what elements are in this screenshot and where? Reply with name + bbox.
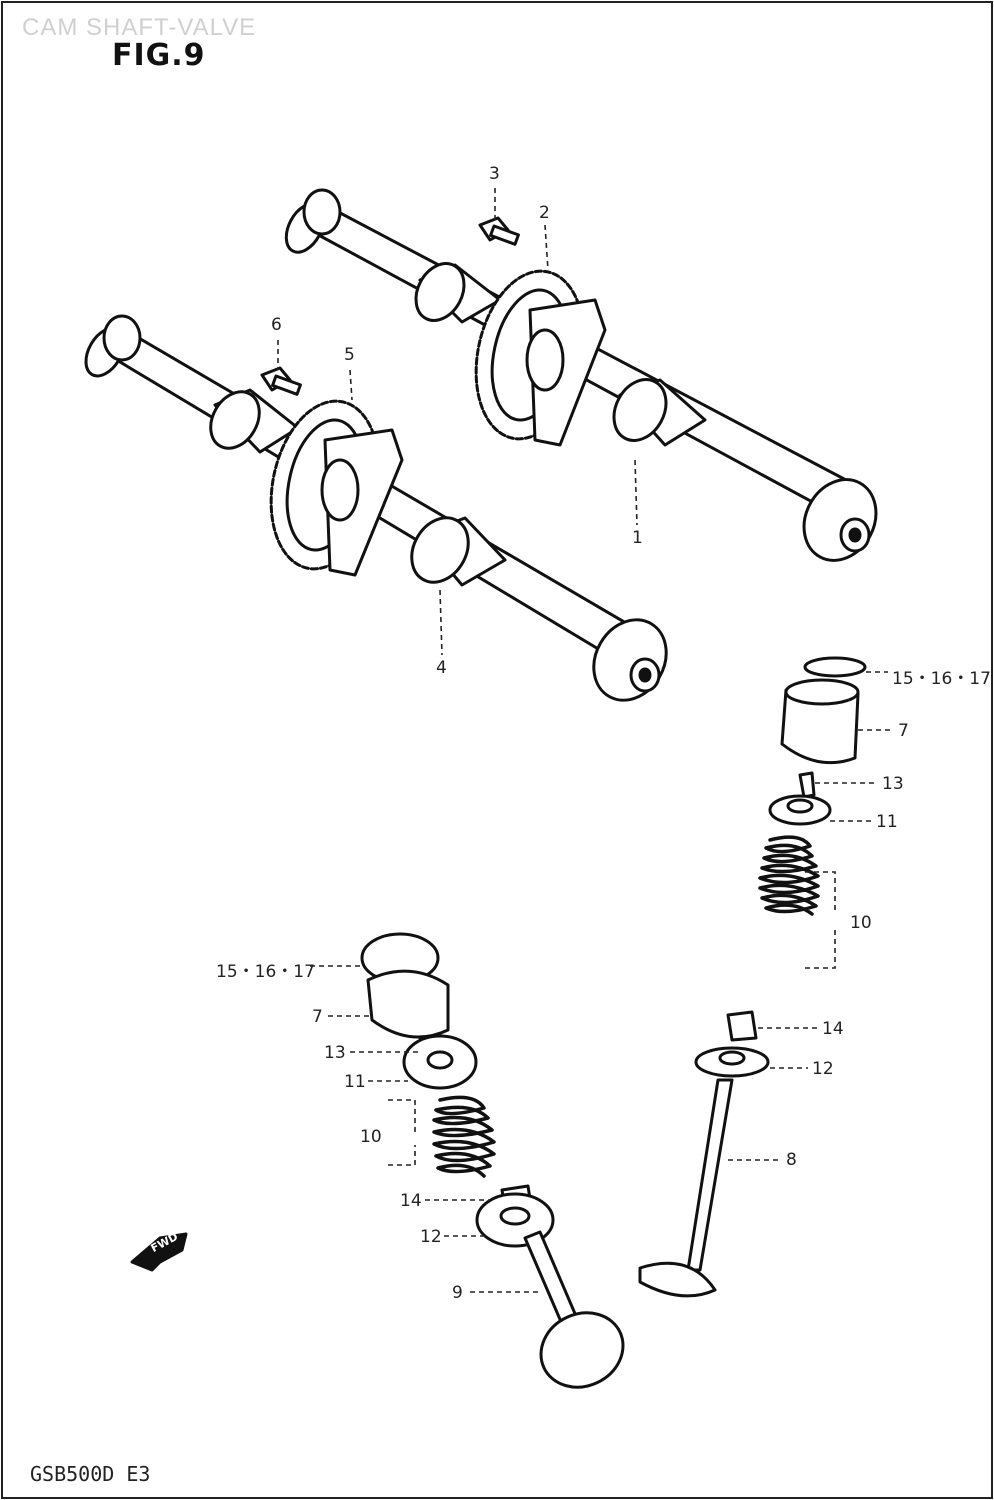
callout-13-right: 13 xyxy=(882,774,904,794)
spring-right xyxy=(758,835,820,916)
callout-4: 4 xyxy=(436,658,447,678)
valve-9 xyxy=(523,1230,625,1389)
callout-15-16-17-right: 15・16・17 xyxy=(892,669,991,689)
bolt-3 xyxy=(478,216,520,246)
sprocket-5 xyxy=(269,399,404,577)
callout-11-right: 11 xyxy=(876,812,898,832)
callout-9: 9 xyxy=(452,1283,463,1303)
callout-13-left: 13 xyxy=(324,1043,346,1063)
callout-6: 6 xyxy=(271,315,282,335)
callout-7-left: 7 xyxy=(312,1007,323,1027)
callout-11-left: 11 xyxy=(344,1072,366,1092)
model-code: GSB500D E3 xyxy=(30,1462,151,1486)
diagram-subtitle: CAM SHAFT-VALVE xyxy=(22,14,257,41)
callout-15-16-17-left: 15・16・17 xyxy=(216,962,315,982)
arrow-left-icon xyxy=(130,1232,188,1272)
bolt-6 xyxy=(260,366,302,396)
callout-2: 2 xyxy=(539,203,550,223)
callout-8: 8 xyxy=(786,1150,797,1170)
callout-10-right: 10 xyxy=(850,913,872,933)
spring-left xyxy=(432,1095,496,1178)
callout-3: 3 xyxy=(489,164,500,184)
callout-7-right: 7 xyxy=(898,721,909,741)
valve-8 xyxy=(638,1078,734,1298)
tappet-left xyxy=(366,969,450,1039)
callout-14-left: 14 xyxy=(400,1191,422,1211)
tappet-right xyxy=(780,678,860,765)
callout-5: 5 xyxy=(344,345,355,365)
retainer-right xyxy=(768,794,832,826)
callout-12-right: 12 xyxy=(812,1059,834,1079)
cotter-right xyxy=(798,771,816,799)
sprocket-2 xyxy=(474,269,607,447)
callout-12-left: 12 xyxy=(420,1227,442,1247)
shim-right xyxy=(803,656,867,678)
callout-10-left: 10 xyxy=(360,1127,382,1147)
callout-1: 1 xyxy=(632,528,643,548)
retainer-left xyxy=(402,1034,478,1090)
callout-14-right: 14 xyxy=(822,1019,844,1039)
figure-number: FIG.9 xyxy=(112,38,206,73)
oil-seal-right xyxy=(694,1046,770,1078)
spring-seat-right xyxy=(726,1010,758,1042)
